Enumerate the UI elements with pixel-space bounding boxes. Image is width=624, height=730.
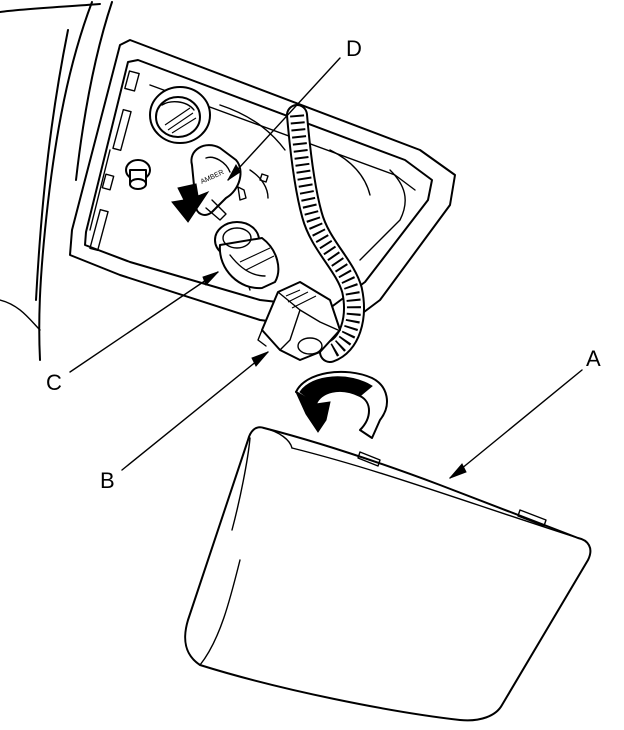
rotate-arrow-icon <box>294 370 388 439</box>
socket-c <box>214 221 280 290</box>
lamp-cover-a <box>184 426 592 722</box>
mounting-stud <box>125 159 151 190</box>
leader-b <box>121 351 269 471</box>
bulb-d: AMBER <box>190 144 242 221</box>
wire-harness <box>286 104 365 363</box>
leader-d <box>227 57 341 181</box>
leader-c <box>69 271 219 373</box>
pull-arrow-icon <box>171 183 210 223</box>
callout-d: D <box>346 36 362 61</box>
callout-c: C <box>46 370 62 395</box>
clip <box>237 173 269 201</box>
side-marker-socket <box>149 86 211 144</box>
vehicle-panel <box>0 1 113 361</box>
callout-a: A <box>586 346 601 371</box>
leader-lines <box>69 57 583 479</box>
callout-b: B <box>100 468 115 493</box>
leader-a <box>449 369 583 479</box>
connector-b <box>257 281 341 361</box>
